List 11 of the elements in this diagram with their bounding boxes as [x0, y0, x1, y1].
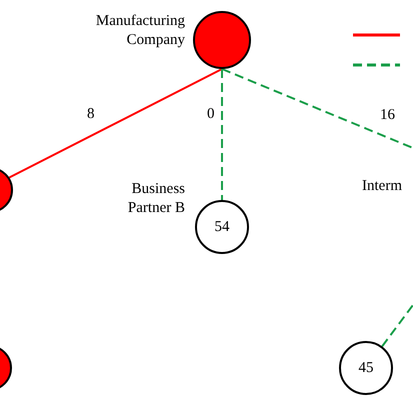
node-circle	[339, 341, 393, 395]
node-value: 54	[214, 218, 230, 236]
connector-line	[381, 304, 413, 347]
node-label: Interm	[362, 177, 402, 196]
node-circle	[195, 200, 249, 254]
connector-line	[221, 69, 223, 200]
connector-line	[222, 68, 413, 149]
connector-line	[8, 68, 222, 178]
node-label: Manufacturing Company	[94, 12, 185, 50]
node-value: 45	[358, 360, 374, 376]
node-label: Business Partner B	[126, 180, 185, 218]
